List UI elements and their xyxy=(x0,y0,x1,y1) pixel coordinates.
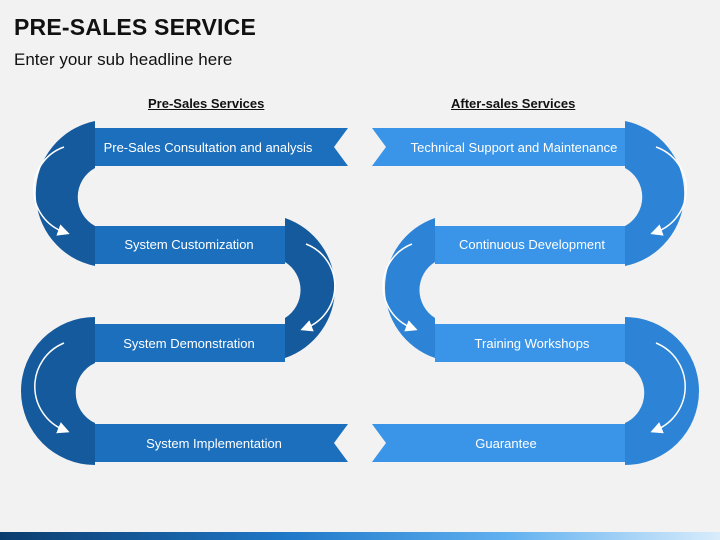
left-step-2-label: System Customization xyxy=(124,237,253,252)
left-step-3-label: System Demonstration xyxy=(123,336,255,351)
right-arc-2-arrow xyxy=(382,243,418,332)
left-arc-3-arrow xyxy=(34,342,70,434)
after-sales-heading: After-sales Services xyxy=(451,96,576,111)
footer-gradient-bar xyxy=(0,532,720,540)
left-step-1-label: Pre-Sales Consultation and analysis xyxy=(104,140,313,155)
right-arc-3 xyxy=(625,317,699,465)
left-arc-1-arrow xyxy=(33,146,70,236)
right-arc-2 xyxy=(382,218,435,358)
left-arc-2-arrow xyxy=(300,243,336,332)
right-step-2-label: Continuous Development xyxy=(459,237,605,252)
right-band-1 xyxy=(372,128,625,166)
left-arc-3 xyxy=(21,317,95,465)
right-step-1-label: Technical Support and Maintenance xyxy=(411,140,618,155)
right-band-2 xyxy=(435,226,625,264)
right-step-4-label: Guarantee xyxy=(475,436,536,451)
left-band-3 xyxy=(95,324,285,362)
page-title: PRE-SALES SERVICE xyxy=(14,14,256,40)
left-arc-2 xyxy=(285,218,336,358)
left-step-4-label: System Implementation xyxy=(146,436,282,451)
right-arc-1 xyxy=(625,121,687,266)
left-band-4 xyxy=(95,424,348,462)
left-band-1 xyxy=(95,128,348,166)
page-subtitle: Enter your sub headline here xyxy=(14,50,233,69)
left-band-2 xyxy=(95,226,285,264)
left-arc-1 xyxy=(33,121,95,266)
right-arc-3-arrow xyxy=(650,342,686,434)
right-arc-1-arrow xyxy=(650,146,687,236)
pre-sales-heading: Pre-Sales Services xyxy=(148,96,265,111)
right-band-3 xyxy=(435,324,625,362)
right-band-4 xyxy=(372,424,625,462)
right-step-3-label: Training Workshops xyxy=(475,336,590,351)
